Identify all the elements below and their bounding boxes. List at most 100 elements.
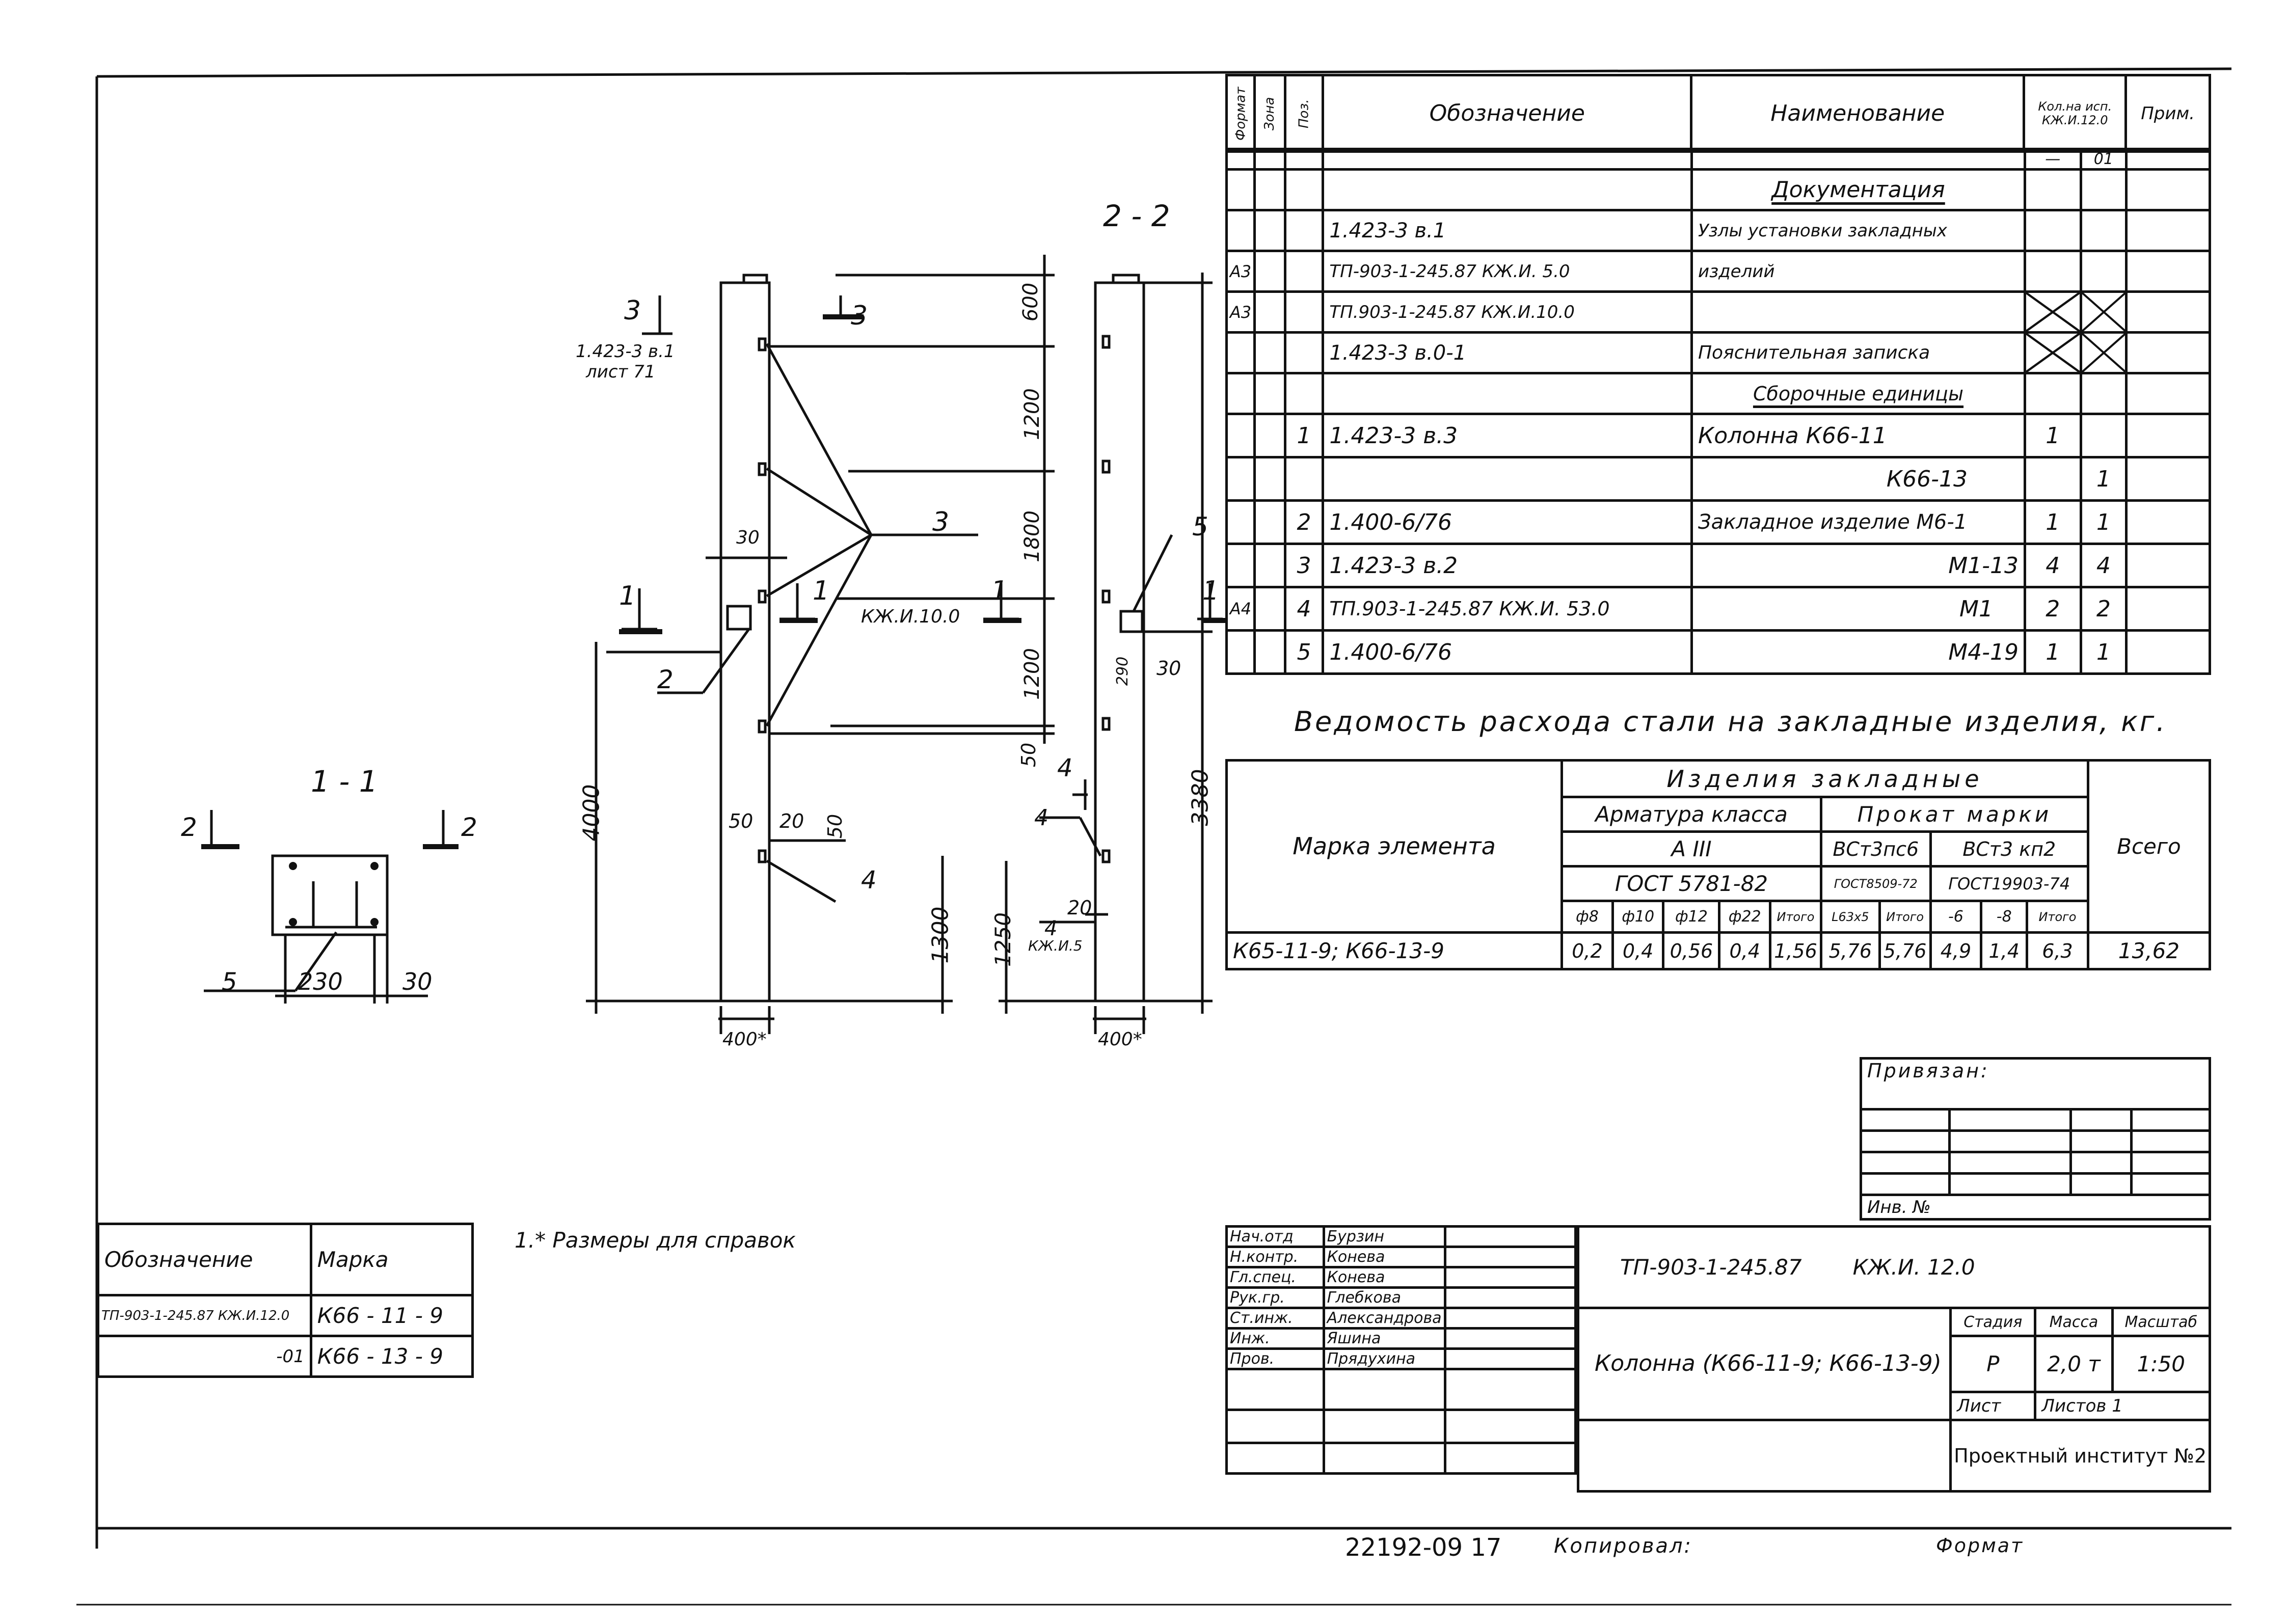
- specification-table: Формат Зона Поз. Обозначение Наименовани…: [1225, 74, 2211, 153]
- role: Ст.инж.: [1225, 1307, 1325, 1330]
- spec-designation: 1.400-6/76: [1322, 629, 1693, 675]
- sheets-header: Листов 1: [2034, 1391, 2211, 1421]
- person: Прядухина: [1322, 1347, 1446, 1370]
- header-designation: Обозначение: [1322, 74, 1693, 153]
- spec-section-docs: Документация: [1771, 177, 1945, 203]
- signature: [1443, 1327, 1577, 1350]
- dim-230: 230: [298, 968, 343, 995]
- marks-designation: -01: [97, 1335, 312, 1378]
- dim-1200-top: 1200: [1020, 388, 1044, 440]
- callout-4-a: 4: [1057, 754, 1073, 782]
- spec-name: изделий: [1690, 250, 2027, 293]
- person: Глебкова: [1322, 1286, 1446, 1309]
- spec-name: М1: [1690, 586, 2027, 632]
- cut-mark-3-left: 3: [624, 295, 641, 326]
- dim-50-vertical: 50: [824, 814, 847, 839]
- cell-value: 0,4: [1611, 931, 1665, 970]
- header-rolled-a: ВСт3пс6: [1819, 830, 1932, 868]
- mass-header: Масса: [2034, 1307, 2114, 1337]
- doc-code: ТП-903-1-245.87: [1620, 1255, 1802, 1280]
- inv-label: Инв. №: [1860, 1194, 2211, 1221]
- col-header: Итого: [1769, 900, 1822, 934]
- ref-kj5: КЖ.И.5: [1028, 937, 1083, 954]
- dim-30-section: 30: [402, 968, 433, 995]
- marks-mark: К66 - 13 - 9: [309, 1335, 474, 1378]
- stage-header: Стадия: [1949, 1307, 2037, 1337]
- steel-table-title: Ведомость расхода стали на закладные изд…: [1294, 706, 2167, 738]
- role: Н.контр.: [1225, 1246, 1325, 1268]
- header-items: Изделия закладные: [1560, 759, 2089, 798]
- dim-3380: 3380: [1187, 769, 1214, 826]
- spec-section-units: Сборочные единицы: [1753, 382, 1964, 405]
- role: Пров.: [1225, 1347, 1325, 1370]
- spec-body: — 01 Документация 1.423-3 в.1 Узлы устан…: [1225, 148, 2211, 675]
- qty-sub-b: 01: [2079, 148, 2128, 171]
- dim-50-bottom: 50: [729, 810, 754, 832]
- marks-header-designation: Обозначение: [97, 1223, 312, 1296]
- dim-400-b: 400*: [1098, 1029, 1142, 1050]
- person: Бурзин: [1322, 1225, 1446, 1248]
- dim-20-right: 20: [1067, 897, 1092, 919]
- role: Гл.спец.: [1225, 1266, 1325, 1289]
- organization: Проектный институт №2: [1949, 1419, 2211, 1493]
- header-rolled-b: ВСт3 кп2: [1929, 830, 2089, 868]
- header-note: Прим.: [2124, 74, 2211, 153]
- ref-drawing: 1.423-3 в.1: [576, 341, 675, 362]
- section-1-1-outline: [271, 854, 389, 936]
- col-header: L63x5: [1819, 900, 1881, 934]
- signature: [1443, 1347, 1577, 1370]
- dim-4000: 4000: [578, 784, 605, 842]
- dim-20: 20: [779, 810, 804, 832]
- spec-designation: ТП.903-1-245.87 КЖ.И.10.0: [1322, 290, 1693, 334]
- sheet-header: Лист: [1949, 1391, 2037, 1421]
- column-elevation-outline: [719, 281, 771, 1003]
- spec-row: А3 ТП.903-1-245.87 КЖ.И.10.0: [1225, 290, 2211, 334]
- section-2-2-label: 2 - 2: [1103, 199, 1170, 233]
- spec-row: К66-13 1: [1225, 456, 2211, 502]
- callout-2: 2: [657, 665, 674, 694]
- spec-row: 1 1.423-3 в.3 Колонна К66-11 1: [1225, 413, 2211, 458]
- cell-value: 5,76: [1819, 931, 1881, 970]
- archive-number: 22192-09 17: [1345, 1533, 1502, 1562]
- dim-290: 290: [1114, 656, 1132, 686]
- qty-sub-a: —: [2024, 148, 2082, 171]
- spec-name: М1-13: [1690, 543, 2027, 588]
- spec-designation: ТП-903-1-245.87 КЖ.И. 5.0: [1322, 250, 1693, 293]
- spec-row: Документация: [1225, 168, 2211, 211]
- section-1-1-label: 1 - 1: [311, 764, 378, 799]
- cell-value: 1,4: [1980, 931, 2029, 970]
- spec-designation: 1.423-3 в.0-1: [1322, 331, 1693, 374]
- spec-designation: 1.400-6/76: [1322, 499, 1693, 545]
- copied-by-label: Копировал:: [1554, 1534, 1693, 1558]
- spec-row: А3 ТП-903-1-245.87 КЖ.И. 5.0 изделий: [1225, 250, 2211, 293]
- marks-table: Обозначение Марка ТП-903-1-245.87 КЖ.И.1…: [97, 1223, 474, 1378]
- header-gost-b: ГОСТ19903-74: [1929, 865, 2089, 902]
- cell-value: 0,56: [1662, 931, 1721, 970]
- cut-mark-3-right: 3: [851, 301, 868, 331]
- callout-3: 3: [932, 507, 950, 537]
- cell-value: 5,76: [1878, 931, 1932, 970]
- dim-30-right: 30: [1156, 657, 1181, 680]
- spec-designation: 1.423-3 в.3: [1322, 413, 1693, 458]
- col-header: -8: [1980, 900, 2029, 934]
- cell-value: 6,3: [2026, 931, 2089, 970]
- header-pos: Поз.: [1285, 75, 1323, 152]
- col-header: Итого: [2026, 900, 2089, 934]
- marks-header-mark: Марка: [309, 1223, 474, 1296]
- spec-name: К66-13: [1690, 456, 2027, 502]
- privyazan-title: Привязан:: [1860, 1057, 2211, 1111]
- spec-name: Закладное изделие М6-1: [1690, 499, 2027, 545]
- signature: [1443, 1286, 1577, 1309]
- marks-mark: К66 - 11 - 9: [309, 1294, 474, 1337]
- role: Рук.гр.: [1225, 1286, 1325, 1309]
- header-rebar-gost: ГОСТ 5781-82: [1560, 865, 1822, 902]
- signature: [1443, 1225, 1577, 1248]
- col-header: Итого: [1878, 900, 1932, 934]
- frame-top: [96, 67, 2232, 78]
- cell-value: 4,9: [1929, 931, 1983, 970]
